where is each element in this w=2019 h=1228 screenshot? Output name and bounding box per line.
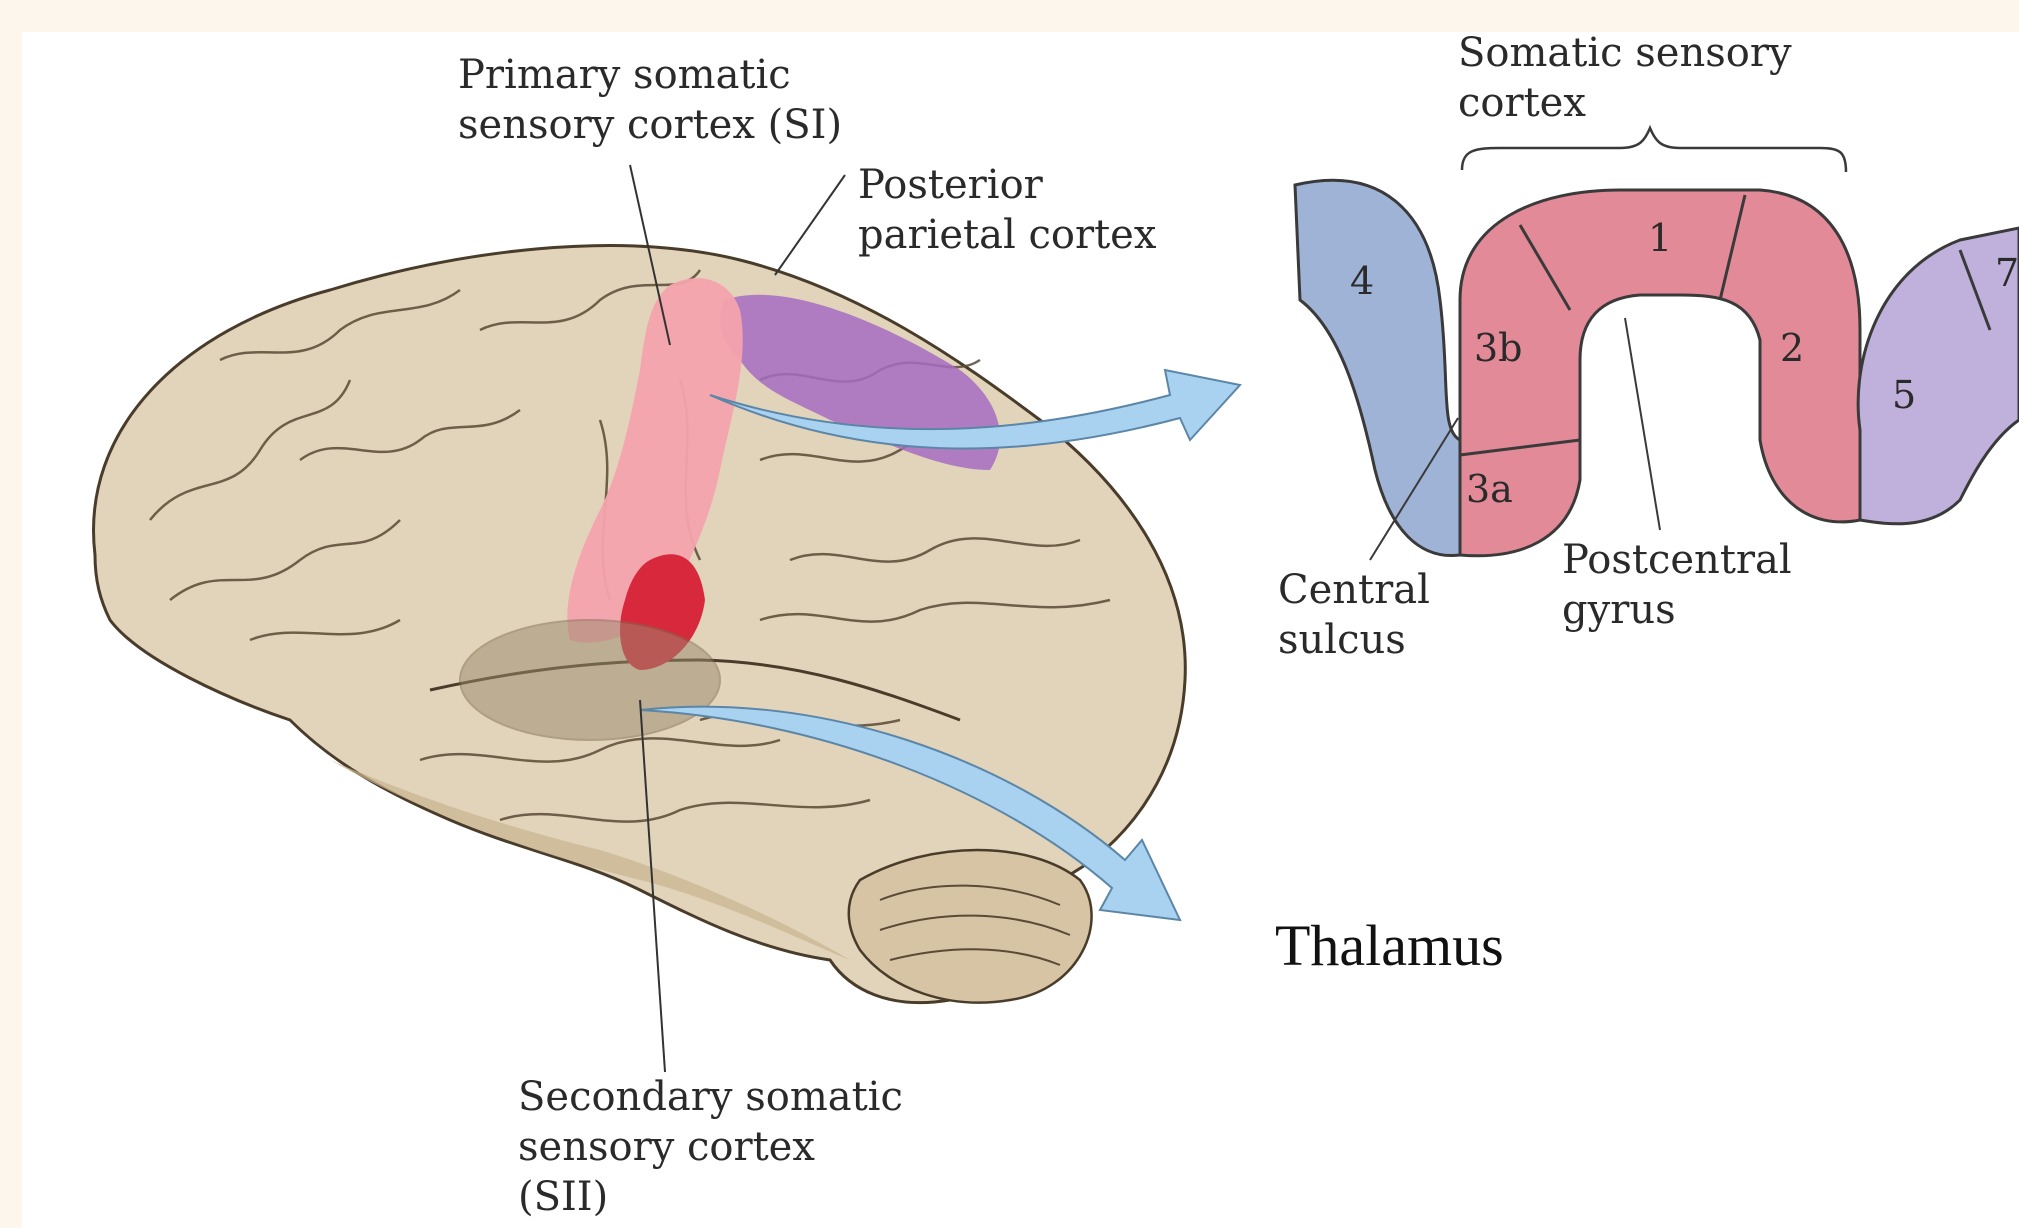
area-2-label: 2 bbox=[1780, 325, 1804, 373]
area-5-label: 5 bbox=[1892, 372, 1916, 420]
sii-overlay bbox=[460, 620, 720, 740]
somatic-sensory-cortex-label-line2: cortex bbox=[1458, 78, 1792, 128]
area-3a-label: 3a bbox=[1466, 466, 1513, 514]
postcentral-gyrus-label-line2: gyrus bbox=[1562, 585, 1792, 635]
somatic-sensory-cortex-label-line1: Somatic sensory bbox=[1458, 28, 1792, 78]
central-sulcus-label-line2: sulcus bbox=[1278, 615, 1430, 665]
area-1-label: 1 bbox=[1648, 215, 1672, 263]
postcentral-pointer bbox=[1625, 318, 1660, 530]
secondary-cortex-label-line1: Secondary somatic bbox=[518, 1072, 903, 1122]
posterior-pointer bbox=[775, 175, 845, 275]
secondary-cortex-label-line2: sensory cortex bbox=[518, 1122, 903, 1172]
posterior-parietal-label-line1: Posterior bbox=[858, 160, 1156, 210]
brain-lateral-view bbox=[94, 165, 1240, 1072]
posterior-parietal-label-line2: parietal cortex bbox=[858, 210, 1156, 260]
primary-cortex-label-line2: sensory cortex (SI) bbox=[458, 100, 842, 150]
area-3b-label: 3b bbox=[1474, 325, 1523, 373]
secondary-cortex-label-line3: (SII) bbox=[518, 1172, 903, 1222]
area-4-region bbox=[1295, 180, 1460, 555]
central-sulcus-label: Central sulcus bbox=[1278, 565, 1430, 665]
central-sulcus-label-line1: Central bbox=[1278, 565, 1430, 615]
primary-cortex-label-line1: Primary somatic bbox=[458, 50, 842, 100]
somatic-cortex-brace bbox=[1462, 128, 1846, 172]
somatic-sensory-cortex-label: Somatic sensory cortex bbox=[1458, 28, 1792, 128]
postcentral-gyrus-label: Postcentral gyrus bbox=[1562, 535, 1792, 635]
secondary-cortex-label: Secondary somatic sensory cortex (SII) bbox=[518, 1072, 903, 1222]
primary-cortex-label: Primary somatic sensory cortex (SI) bbox=[458, 50, 842, 150]
cortex-cross-section bbox=[1295, 128, 2019, 560]
posterior-parietal-label: Posterior parietal cortex bbox=[858, 160, 1156, 260]
postcentral-gyrus-label-line1: Postcentral bbox=[1562, 535, 1792, 585]
thalamus-label: Thalamus bbox=[1275, 910, 1504, 983]
area-4-label: 4 bbox=[1350, 258, 1374, 306]
area-7-label: 7 bbox=[1995, 250, 2019, 298]
